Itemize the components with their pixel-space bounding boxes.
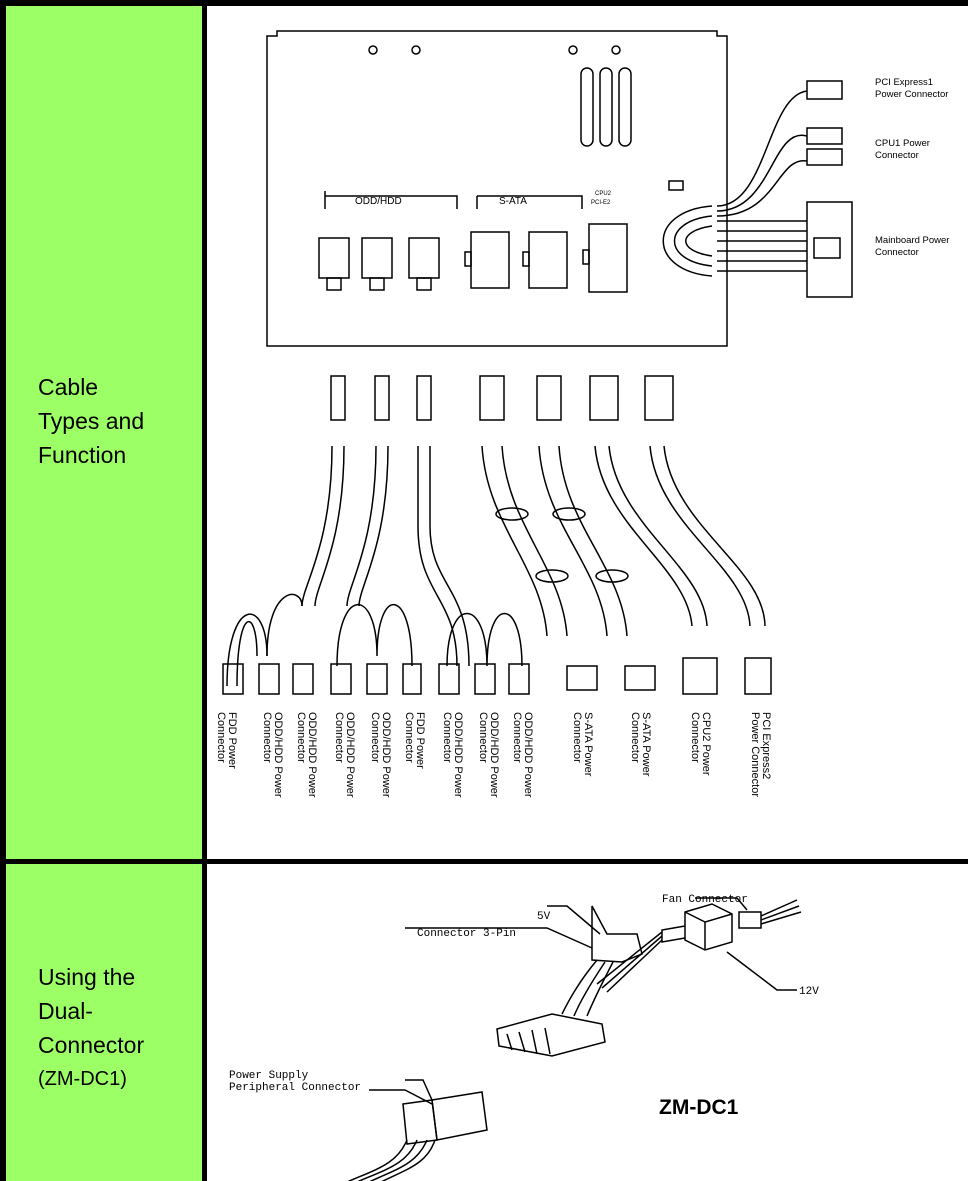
row-divider (0, 859, 968, 864)
label-12v: 12V (799, 986, 819, 998)
row-label-cell-1 (6, 6, 202, 859)
cable-types-diagram: ODD/HDD S-ATA CPU2 PCI-E2 PCI Express1 P… (222, 30, 949, 695)
row-label-dual-connector: Using the Dual- Connector (ZM-DC1) (38, 964, 145, 1090)
table-top-border (0, 0, 968, 6)
label-pci-express1-l2: Power Connector (875, 89, 948, 100)
group-label-pcie2: PCI-E2 (591, 200, 611, 206)
group-label-sata: S-ATA (499, 196, 527, 207)
row-label-cable-types: Cable Types and Function (38, 374, 145, 468)
label-mainboard-l2: Connector (875, 247, 919, 258)
label-connector-3pin: Connector 3-Pin (417, 928, 516, 940)
label-fan-connector: Fan Connector (662, 894, 748, 906)
label-cpu1-l2: Connector (875, 150, 919, 161)
group-label-cpu2: CPU2 (595, 191, 612, 197)
row-label-cell-2 (6, 864, 202, 1181)
table-left-border (0, 0, 6, 1181)
label-model: ZM-DC1 (659, 1096, 739, 1119)
label-5v: 5V (537, 911, 551, 923)
label-psu-peripheral-l1: Power Supply (229, 1070, 309, 1082)
column-divider (202, 0, 207, 1181)
label-psu-peripheral-l2: Peripheral Connector (229, 1082, 361, 1094)
dual-connector-diagram: Fan Connector 5V Connector 3-Pin 12V Pow… (229, 894, 819, 1181)
group-label-odd-hdd: ODD/HDD (355, 196, 402, 207)
label-pci-express1-l1: PCI Express1 (875, 77, 933, 88)
label-cpu1-l1: CPU1 Power (875, 138, 930, 149)
label-mainboard-l1: Mainboard Power (875, 235, 949, 246)
